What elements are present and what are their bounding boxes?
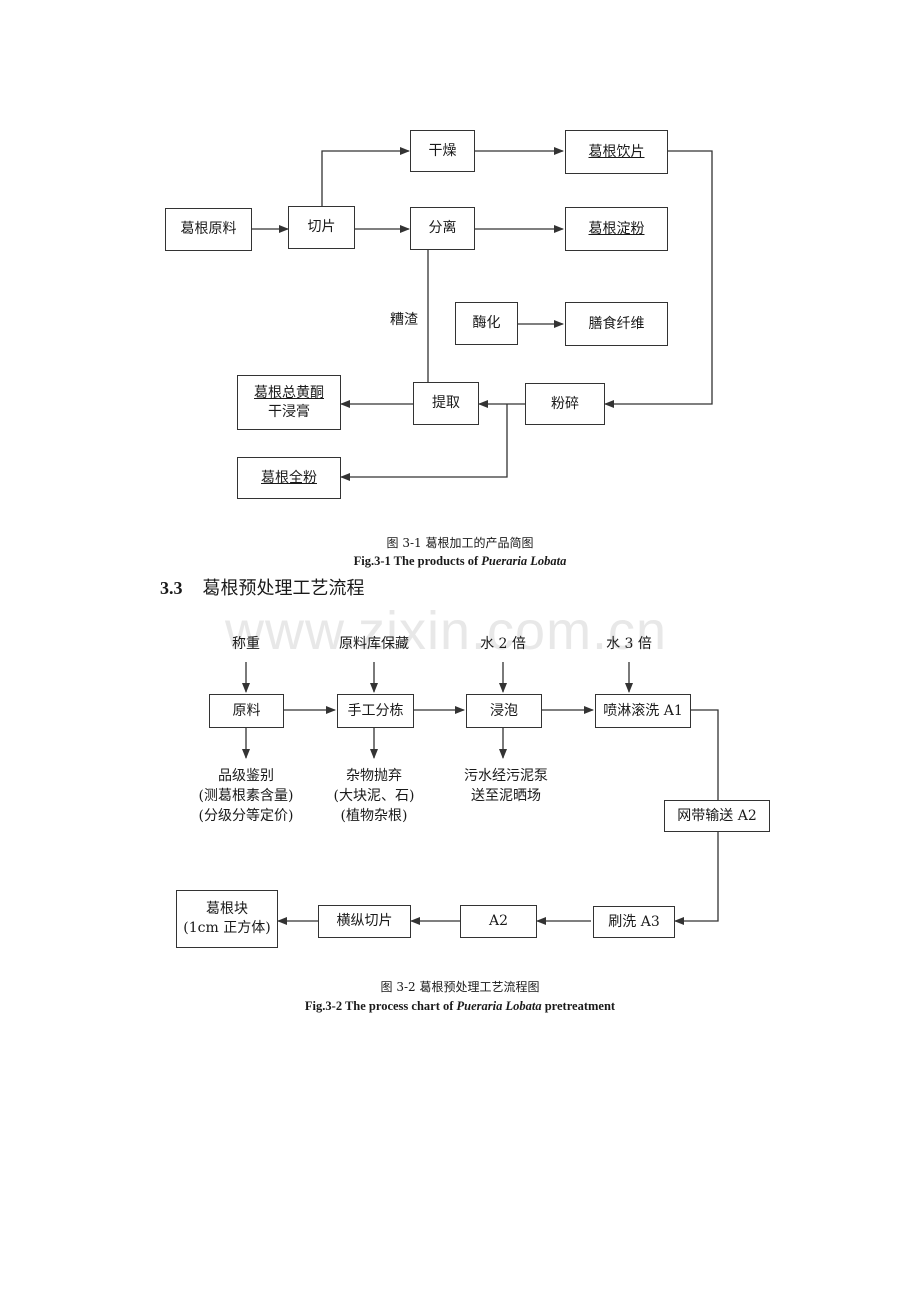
caption-species: Pueraria Lobata [456, 999, 542, 1013]
fig1-caption-cn: 图 3-1 葛根加工的产品简图 [386, 536, 534, 550]
node-drink-slice: 葛根饮片 [565, 130, 668, 174]
caption-text: Fig.3-1 The products of [353, 554, 482, 568]
node-label: 分离 [428, 220, 457, 236]
node-raw-material: 葛根原料 [165, 208, 252, 251]
node-label-line2: 干浸膏 [268, 403, 310, 420]
node-extract: 提取 [413, 382, 479, 425]
output-sewage: 污水经污泥泵 送至泥晒场 [454, 766, 558, 806]
node-label: 粉碎 [551, 395, 579, 412]
node-label: 酶化 [472, 315, 501, 331]
node-root-block: 葛根块 (1cm 正方体) [176, 890, 278, 948]
node-separate: 分离 [410, 207, 475, 250]
node-label: 刷洗 A3 [608, 913, 660, 930]
node-label: 横纵切片 [336, 913, 393, 929]
node-spray-wash: 喷淋滚洗 A1 [595, 694, 691, 728]
output-line: (测葛根素含量) [198, 788, 294, 804]
node-enzyme: 酶化 [455, 302, 518, 345]
output-line: 杂物抛弃 [346, 768, 402, 784]
residue-label: 糟渣 [390, 312, 418, 328]
node-belt-conveyor: 网带输送 A2 [664, 800, 770, 832]
node-starch: 葛根淀粉 [565, 207, 668, 251]
output-grading: 品级鉴别 (测葛根素含量) (分级分等定价) [186, 766, 306, 826]
node-label: 浸泡 [490, 702, 518, 719]
output-line: (植物杂根) [340, 808, 408, 824]
node-cross-slice: 横纵切片 [318, 905, 411, 938]
caption-suffix: pretreatment [541, 999, 616, 1013]
section-number: 3.3 [160, 578, 183, 598]
caption-species: Pueraria Lobata [481, 554, 567, 568]
node-label: 切片 [307, 219, 336, 235]
output-line: (分级分等定价) [198, 808, 294, 824]
node-soak: 浸泡 [466, 694, 542, 728]
input-storage: 原料库保藏 [339, 636, 409, 652]
node-label: 干燥 [428, 142, 457, 159]
output-line: 送至泥晒场 [471, 788, 541, 804]
node-label: 喷淋滚洗 A1 [603, 702, 683, 719]
node-raw: 原料 [209, 694, 284, 728]
section-title: 葛根预处理工艺流程 [202, 578, 365, 599]
input-water-2x: 水 2 倍 [480, 636, 526, 652]
output-line: 品级鉴别 [218, 768, 274, 784]
fig2-caption-cn: 图 3-2 葛根预处理工艺流程图 [380, 980, 540, 994]
node-label: 提取 [432, 395, 460, 411]
node-slice: 切片 [288, 206, 355, 249]
node-a2: A2 [460, 905, 537, 938]
fig1-caption-en: Fig.3-1 The products of Pueraria Lobata [0, 554, 920, 569]
node-label: 手工分栋 [347, 702, 404, 719]
node-label: 网带输送 A2 [677, 807, 757, 824]
output-discard: 杂物抛弃 (大块泥、石) (植物杂根) [318, 766, 430, 826]
section-heading: 3.3 葛根预处理工艺流程 [160, 574, 365, 600]
node-dry: 干燥 [410, 130, 475, 172]
node-label: 葛根原料 [180, 221, 237, 237]
node-label: 葛根饮片 [588, 143, 645, 160]
node-label: 膳食纤维 [588, 315, 645, 332]
node-label-line1: 葛根总黄酮 [254, 384, 324, 401]
watermark: www.zixin.com.cn [225, 601, 668, 661]
node-label-line2: (1cm 正方体) [183, 920, 271, 936]
node-label-line1: 葛根块 [206, 901, 248, 917]
caption-text: Fig.3-2 The process chart of [304, 999, 457, 1013]
node-label: 原料 [232, 702, 261, 719]
input-weigh: 称重 [232, 636, 260, 652]
input-water-3x: 水 3 倍 [606, 636, 652, 652]
node-brush-wash: 刷洗 A3 [593, 906, 675, 938]
fig2-caption-en: Fig.3-2 The process chart of Pueraria Lo… [0, 999, 920, 1014]
node-fiber: 膳食纤维 [565, 302, 668, 346]
node-label: A2 [488, 913, 509, 929]
node-hand-sort: 手工分栋 [337, 694, 414, 728]
node-label: 葛根全粉 [261, 469, 317, 486]
node-label: 葛根淀粉 [588, 220, 645, 237]
output-line: 污水经污泥泵 [464, 768, 548, 784]
node-total-flavone: 葛根总黄酮 干浸膏 [237, 375, 341, 430]
node-whole-powder: 葛根全粉 [237, 457, 341, 499]
output-line: (大块泥、石) [333, 788, 415, 804]
node-crush: 粉碎 [525, 383, 605, 425]
